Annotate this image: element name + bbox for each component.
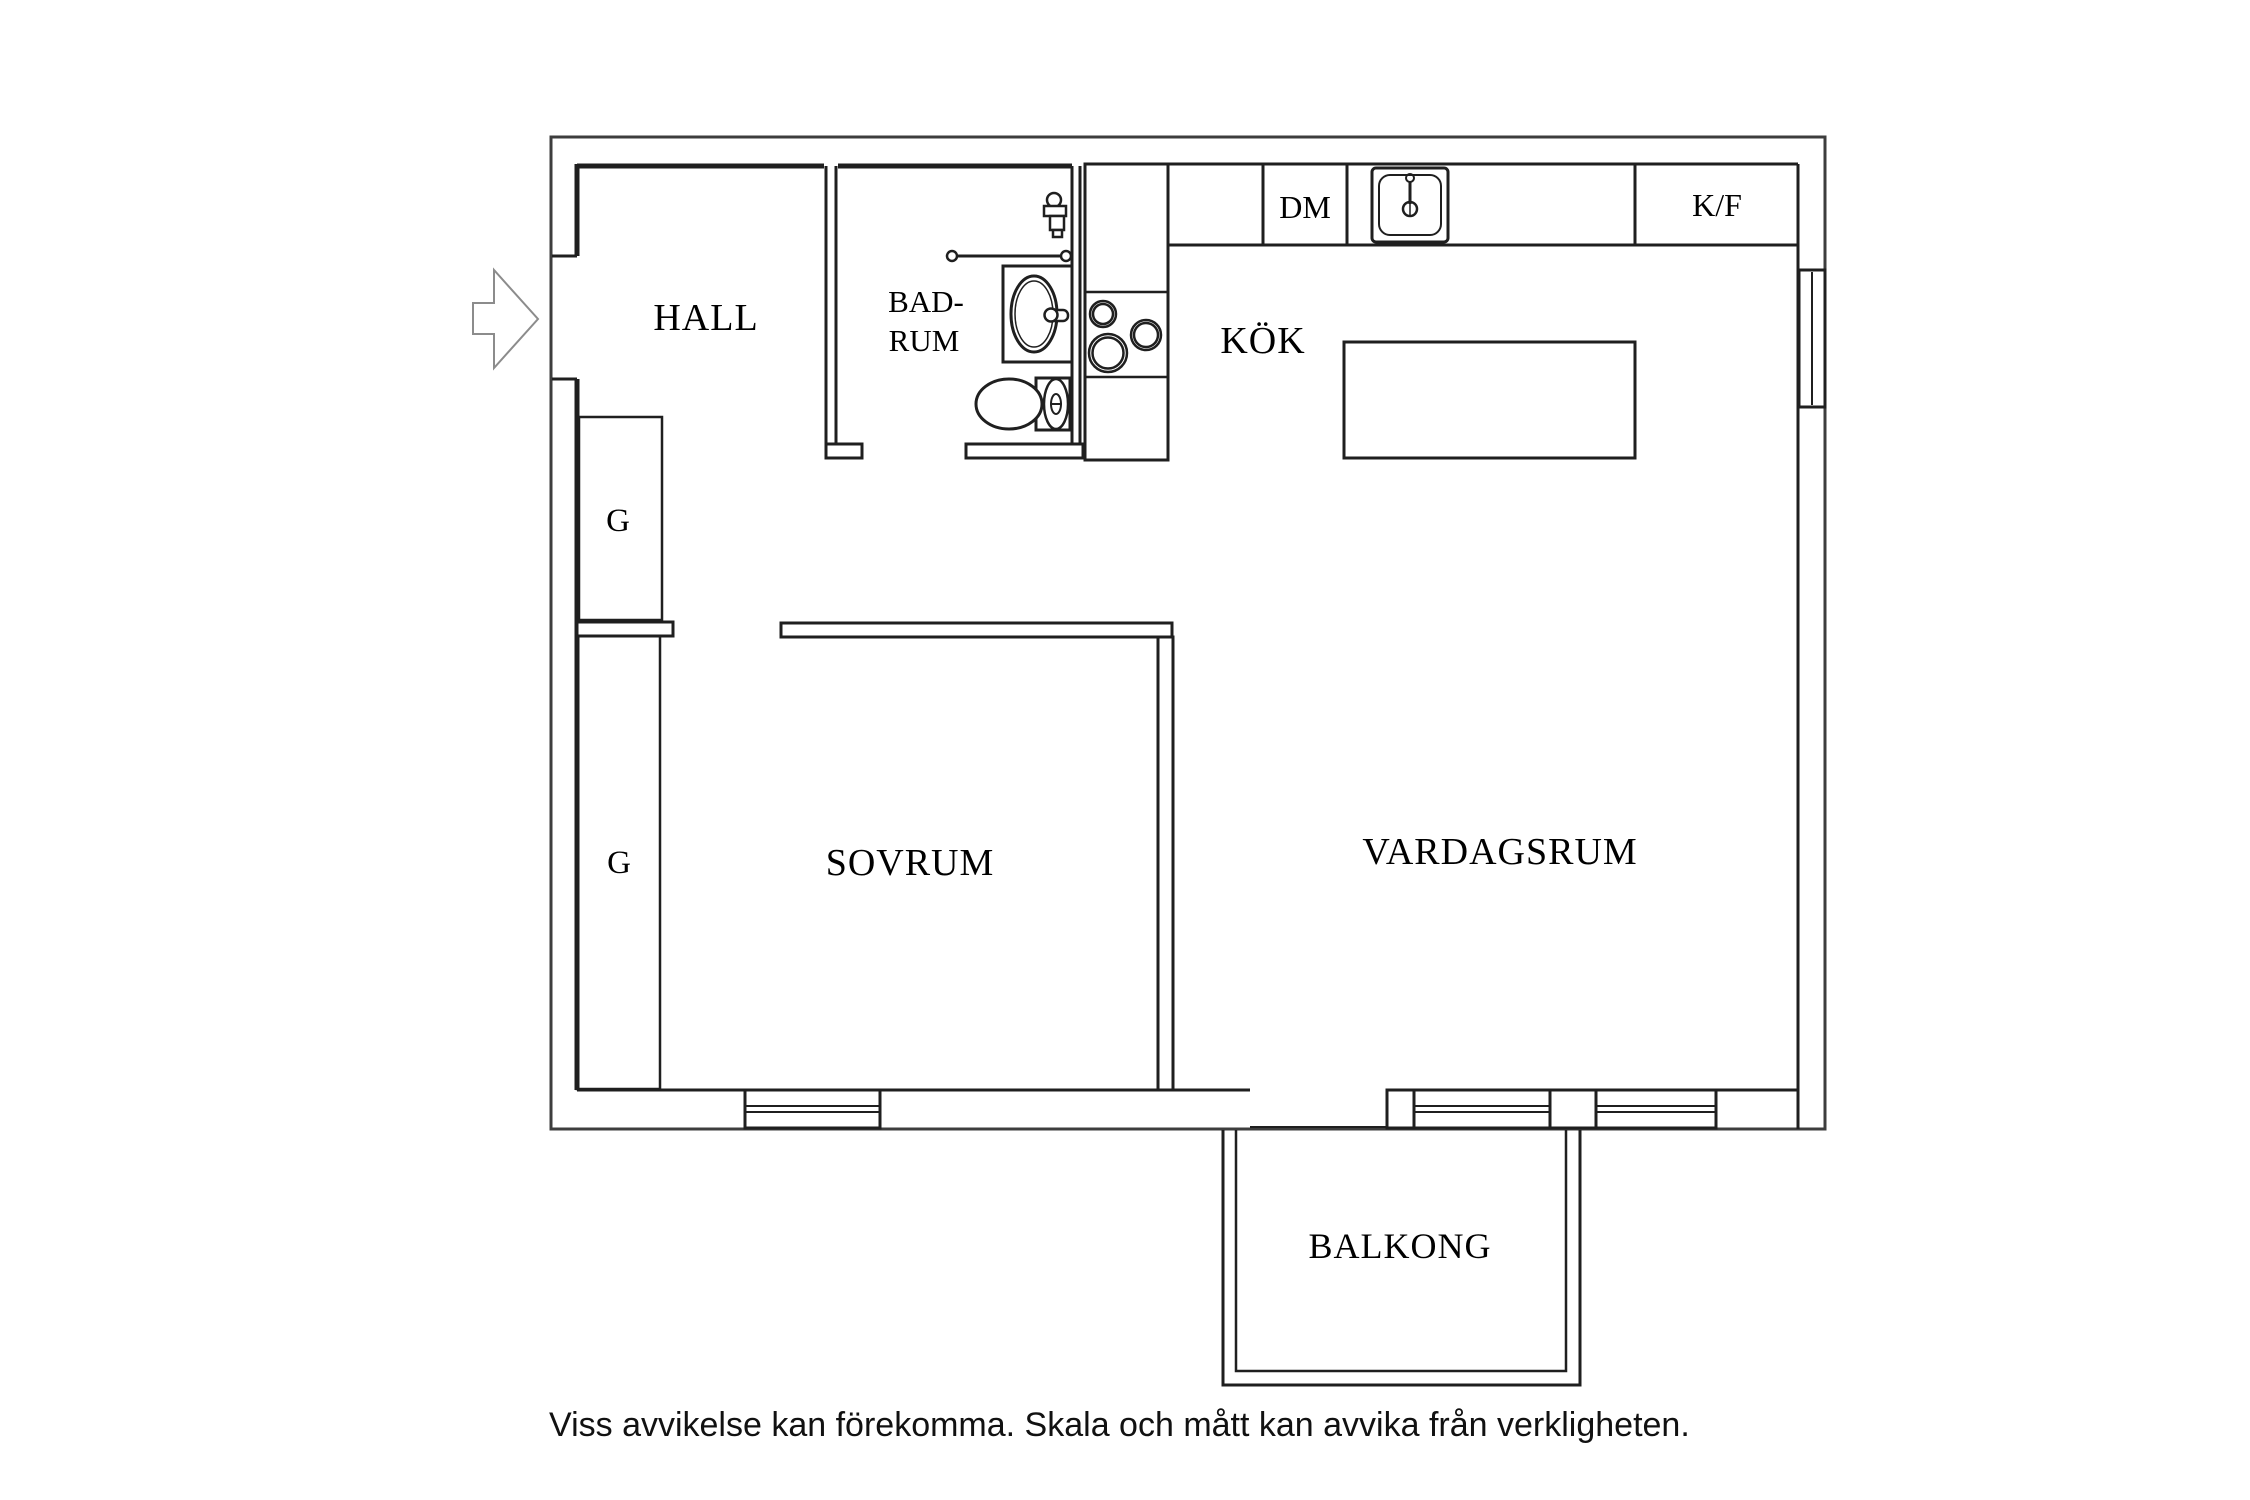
windows — [743, 268, 1827, 1130]
disclaimer-text: Viss avvikelse kan förekomma. Skala och … — [549, 1406, 1690, 1444]
room-label-badrum-line1: BAD- — [888, 284, 964, 319]
closet-lower-outline — [575, 634, 662, 1091]
kitchen-sink-icon — [1370, 166, 1450, 244]
closet-label-upper: G — [606, 503, 630, 539]
kitchen-side-window — [1797, 268, 1827, 409]
bathroom-fittings — [945, 191, 1074, 432]
appliance-label-kf: K/F — [1692, 187, 1742, 223]
closet-label-lower: G — [607, 845, 631, 881]
shower-icon — [1042, 191, 1068, 239]
entrance-arrow-icon — [472, 267, 540, 371]
room-label-sovrum: SOVRUM — [826, 842, 995, 884]
room-label-hall: HALL — [653, 297, 758, 339]
exterior-wall-outline — [549, 135, 1827, 1131]
towel-rail-icon — [945, 249, 1073, 263]
room-label-kok: KÖK — [1220, 320, 1305, 362]
livingroom-window-right — [1594, 1088, 1718, 1130]
balcony-outline — [1221, 1130, 1582, 1387]
toilet-icon — [974, 376, 1072, 432]
closet-upper-outline — [577, 415, 664, 622]
kitchen-fittings — [1083, 162, 1800, 462]
kitchen-table — [1342, 340, 1637, 460]
room-label-balkong: BALKONG — [1309, 1226, 1492, 1266]
kitchen-counter — [1083, 162, 1170, 462]
livingroom-window-left — [1412, 1088, 1552, 1130]
room-label-vardagsrum: VARDAGSRUM — [1362, 831, 1637, 873]
room-label-badrum-line2: RUM — [889, 323, 960, 358]
stove-icon — [1087, 299, 1163, 374]
sink-icon — [1001, 264, 1074, 364]
bedroom-window — [743, 1088, 882, 1130]
appliance-label-dm: DM — [1279, 189, 1331, 225]
